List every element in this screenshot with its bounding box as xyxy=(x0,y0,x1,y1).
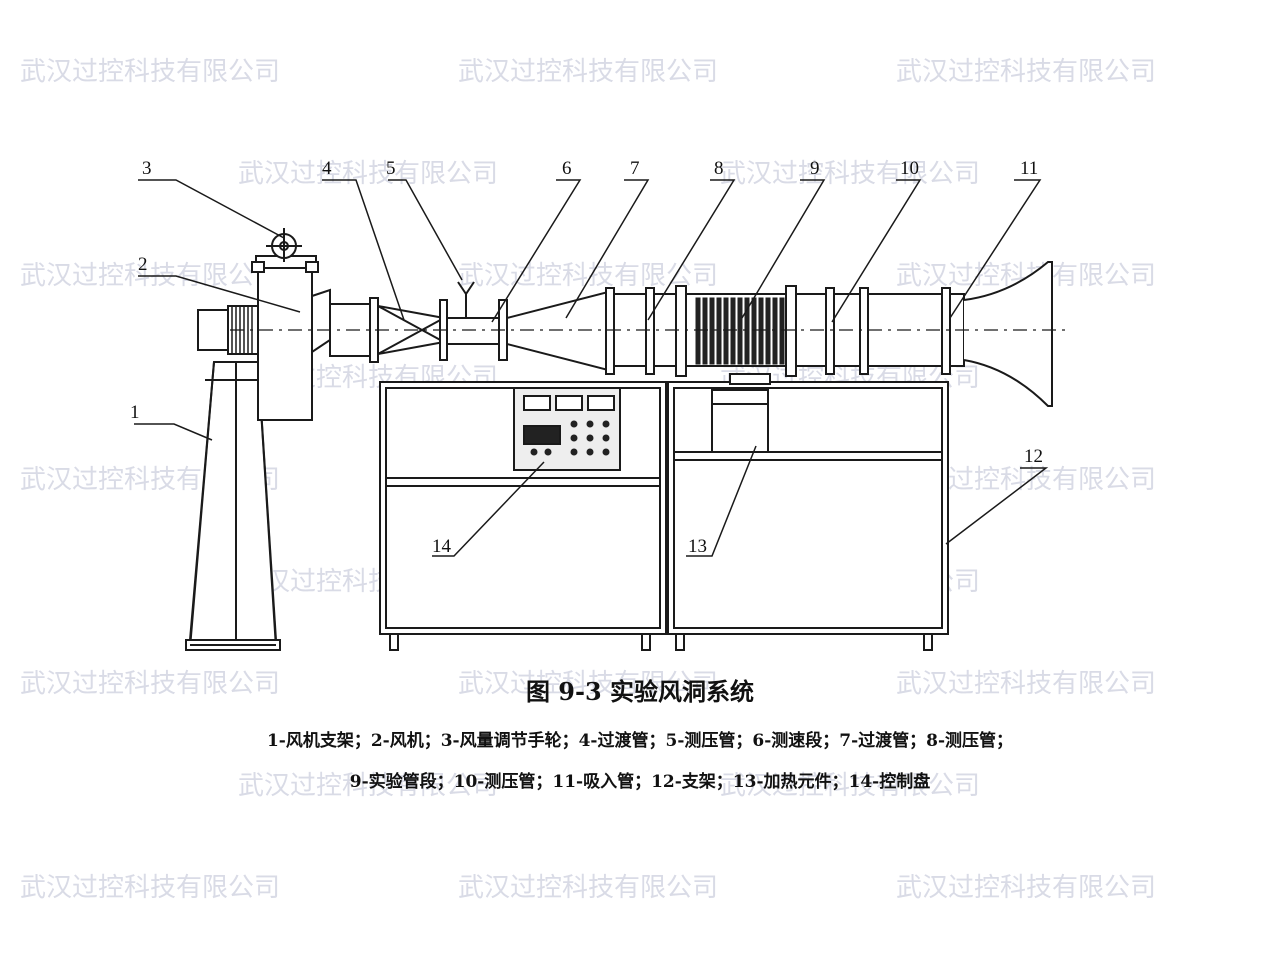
watermark-text: 武汉过控科技有限公司 xyxy=(458,669,718,699)
legend-line-2: 9-实验管段；10-测压管；11-吸入管；12-支架；13-加热元件；14-控制… xyxy=(349,772,931,792)
callout-7: 7 xyxy=(630,158,640,179)
panel-button xyxy=(530,448,538,456)
panel-button xyxy=(602,448,610,456)
watermark-text: 武汉过控科技有限公司 xyxy=(238,771,498,801)
panel-button xyxy=(570,448,578,456)
main-pipe xyxy=(605,285,965,377)
figure-title: 图 9-3 实验风洞系统 xyxy=(525,677,755,706)
panel-button xyxy=(602,434,610,442)
fin xyxy=(730,297,736,365)
callout-leaders xyxy=(134,179,1049,557)
fin xyxy=(695,297,701,365)
panel-button xyxy=(570,434,578,442)
watermark-text: 武汉过控科技有限公司 xyxy=(896,669,1156,699)
fin xyxy=(751,297,757,365)
panel-button xyxy=(570,420,578,428)
callout-4: 4 xyxy=(322,158,332,179)
fin xyxy=(716,297,722,365)
callout-9: 9 xyxy=(810,158,820,179)
watermark-text: 武汉过控科技有限公司 xyxy=(20,57,280,87)
callout-labels: 1 2 3 4 5 6 7 8 9 10 11 12 13 14 xyxy=(130,158,1043,557)
callout-3: 3 xyxy=(142,158,152,179)
fin xyxy=(779,297,785,365)
callout-14: 14 xyxy=(432,536,452,557)
fin xyxy=(702,297,708,365)
fin xyxy=(723,297,729,365)
watermark-text: 武汉过控科技有限公司 xyxy=(720,159,980,189)
fin xyxy=(709,297,715,365)
callout-5: 5 xyxy=(386,158,396,179)
watermark-text: 武汉过控科技有限公司 xyxy=(238,159,498,189)
watermark-text: 武汉过控科技有限公司 xyxy=(458,57,718,87)
panel-button xyxy=(544,448,552,456)
callout-12: 12 xyxy=(1024,446,1043,467)
heating-element xyxy=(711,389,769,453)
watermark-text: 武汉过控科技有限公司 xyxy=(20,669,280,699)
callout-10: 10 xyxy=(900,158,919,179)
panel-button xyxy=(586,448,594,456)
watermark-text: 武汉过控科技有限公司 xyxy=(896,57,1156,87)
fin xyxy=(758,297,764,365)
callout-13: 13 xyxy=(688,536,707,557)
diffuser-duct xyxy=(506,290,609,372)
watermark-text: 武汉过控科技有限公司 xyxy=(20,873,280,903)
air-volume-handwheel xyxy=(266,228,302,262)
watermark-text: 武汉过控科技有限公司 xyxy=(720,771,980,801)
fin xyxy=(744,297,750,365)
fan-support-stand xyxy=(185,361,281,651)
callout-11: 11 xyxy=(1020,158,1038,179)
control-panel xyxy=(513,387,621,471)
control-panel-buttons xyxy=(530,420,610,456)
panel-button xyxy=(586,434,594,442)
fin xyxy=(772,297,778,365)
test-section-fins xyxy=(695,297,785,365)
panel-button xyxy=(586,420,594,428)
panel-button xyxy=(602,420,610,428)
callout-8: 8 xyxy=(714,158,724,179)
fin xyxy=(737,297,743,365)
callout-1: 1 xyxy=(130,402,140,423)
apparatus-drawing xyxy=(185,228,1070,651)
watermark-text: 武汉过控科技有限公司 xyxy=(896,873,1156,903)
legend-line-1: 1-风机支架；2-风机；3-风量调节手轮；4-过渡管；5-测压管；6-测速段；7… xyxy=(266,731,1014,751)
fin xyxy=(765,297,771,365)
callout-2: 2 xyxy=(138,254,148,275)
support-frame xyxy=(379,373,949,651)
watermark-text: 武汉过控科技有限公司 xyxy=(458,873,718,903)
callout-6: 6 xyxy=(562,158,572,179)
